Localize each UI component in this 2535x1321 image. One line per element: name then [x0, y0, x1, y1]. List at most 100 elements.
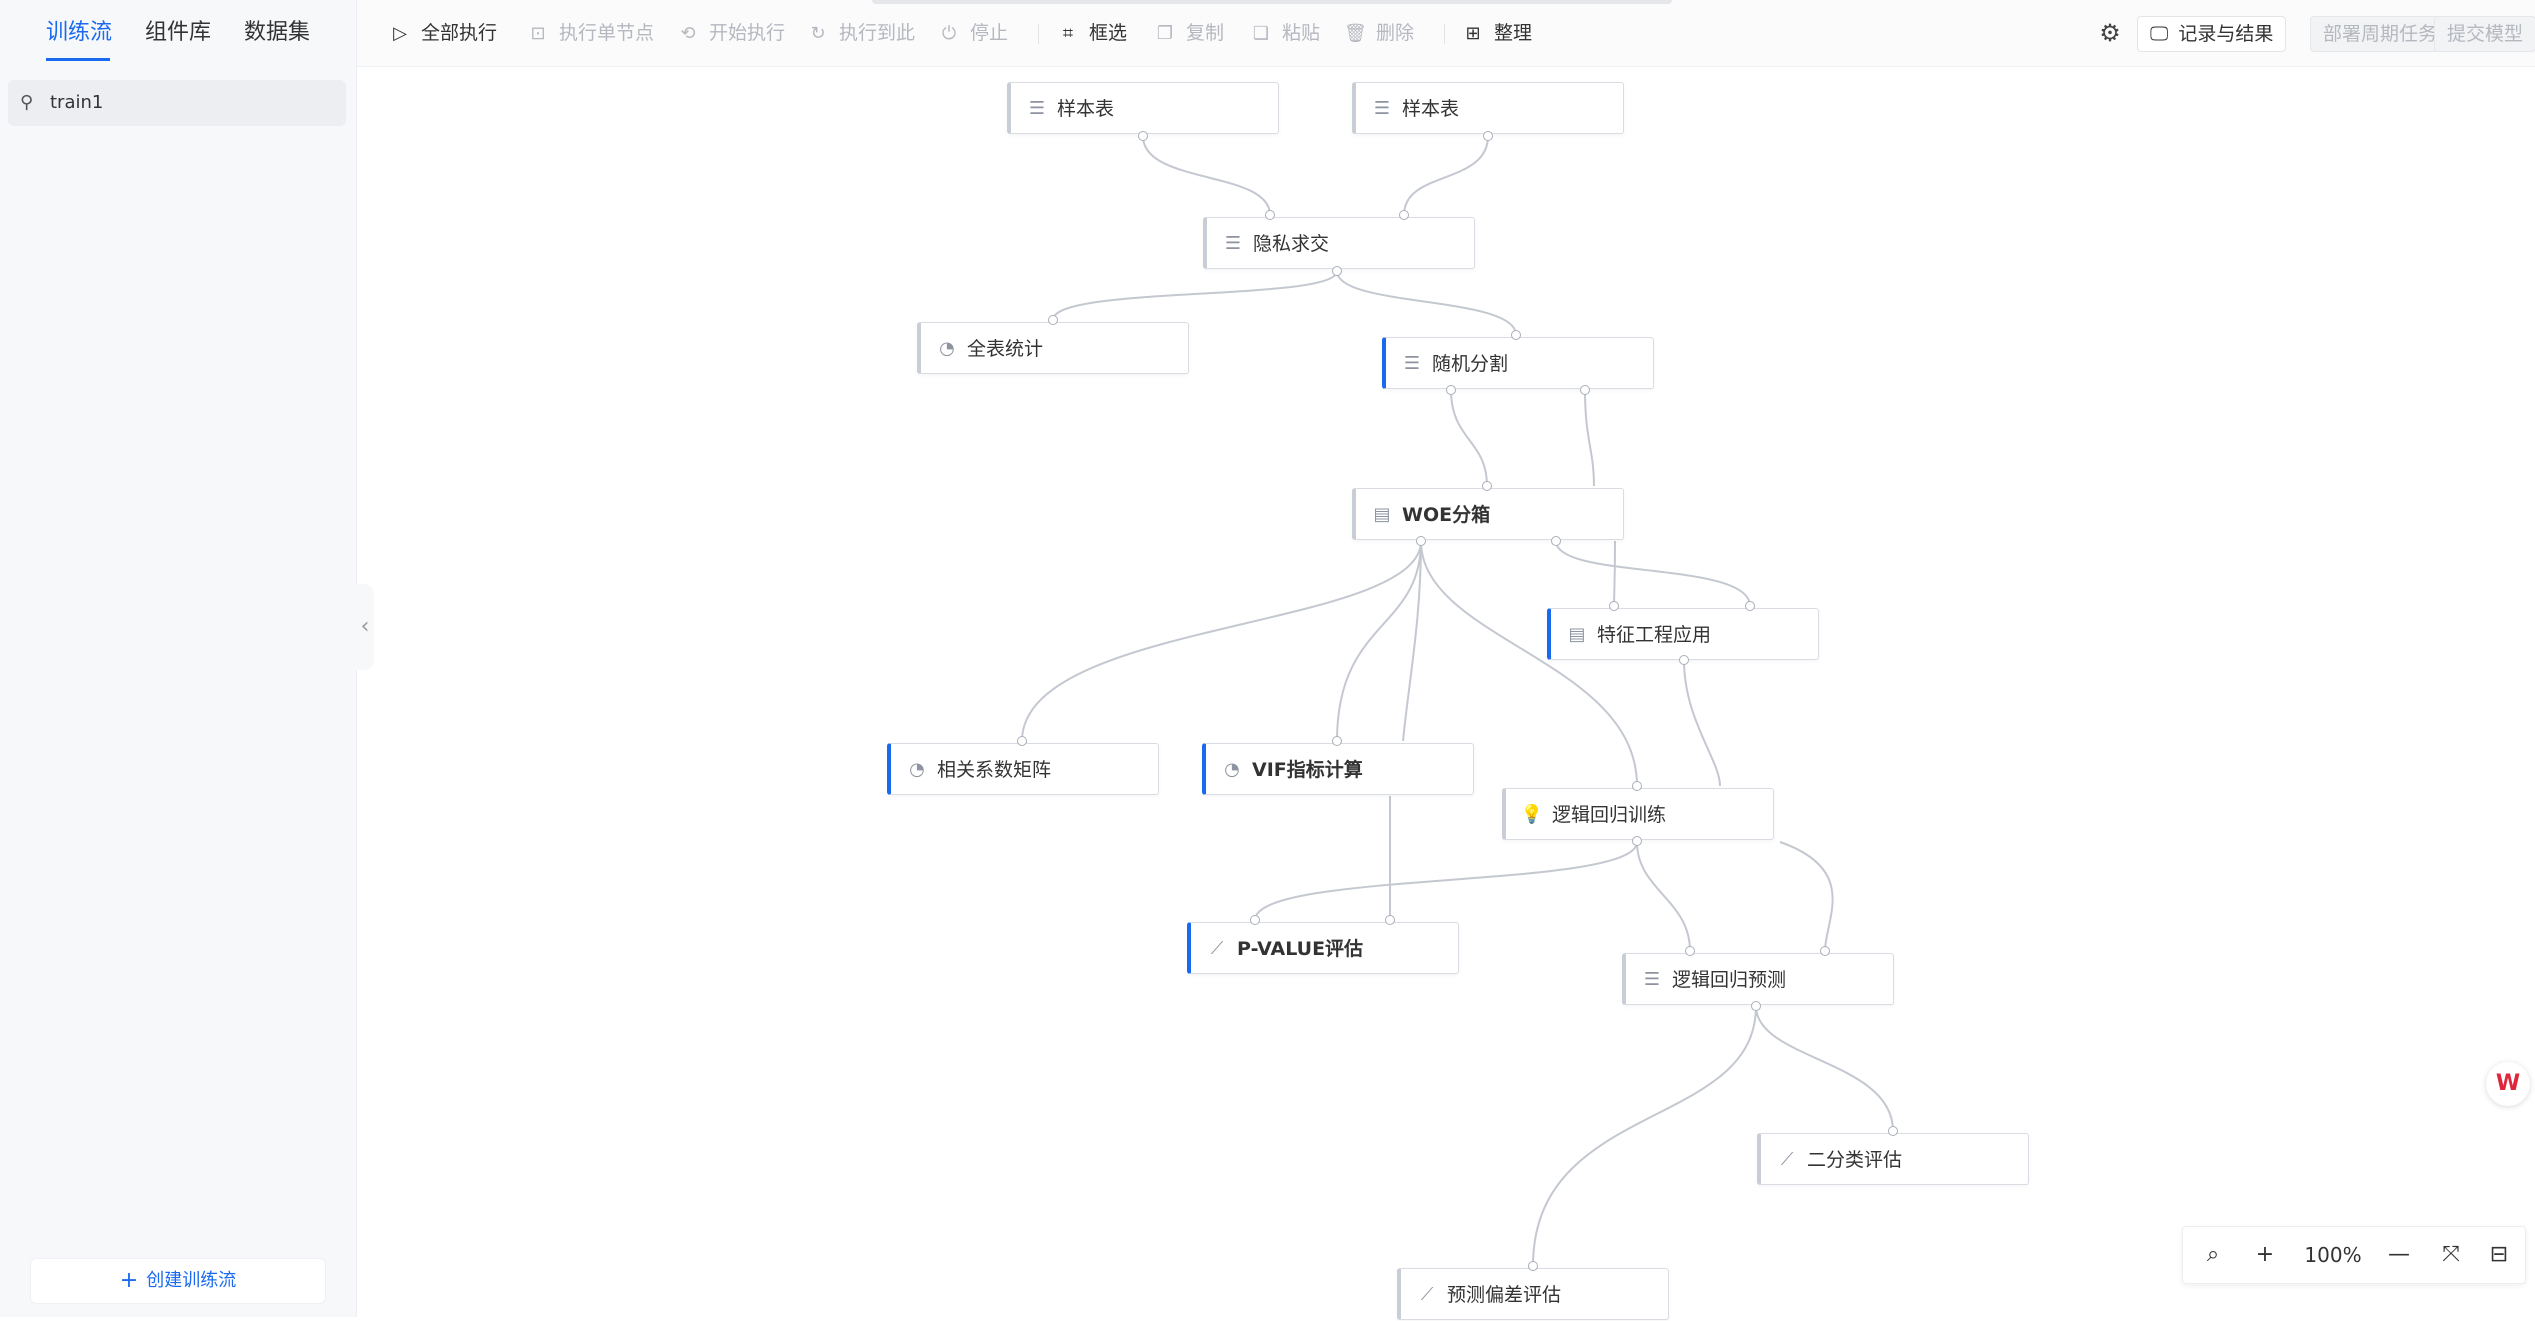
- tab-component-library[interactable]: 组件库: [145, 20, 212, 45]
- input-port[interactable]: [1632, 781, 1642, 791]
- trash-icon: 🗑: [1344, 23, 1367, 44]
- paste-icon: ❏: [1252, 23, 1270, 44]
- toolbar-divider: [1444, 24, 1445, 44]
- box-select-button[interactable]: ⌗ 框选: [1057, 0, 1127, 66]
- stop-button[interactable]: ⏻停止: [938, 0, 1008, 66]
- zoom-controls: ⌕ + 100% — ⤧ ⊟: [2182, 1226, 2526, 1284]
- input-port[interactable]: [1385, 915, 1395, 925]
- start-run-button[interactable]: ⟲开始执行: [677, 0, 785, 66]
- tab-datasets[interactable]: 数据集: [244, 20, 311, 45]
- input-port[interactable]: [1399, 210, 1409, 220]
- start-icon: ⟲: [680, 23, 696, 44]
- monitor-icon: 🖵: [2150, 23, 2169, 45]
- node-binary-classification-eval[interactable]: ⟋二分类评估: [1757, 1133, 2029, 1185]
- output-port[interactable]: [1446, 385, 1456, 395]
- output-port[interactable]: [1416, 536, 1426, 546]
- input-port[interactable]: [1017, 736, 1027, 746]
- play-icon: ▷: [393, 23, 407, 44]
- input-port[interactable]: [1332, 736, 1342, 746]
- arrange-button[interactable]: ⊞整理: [1462, 0, 1532, 66]
- node-full-table-statistics[interactable]: ◔全表统计: [917, 322, 1189, 374]
- node-pvalue-evaluation[interactable]: ⟋P-VALUE评估: [1187, 922, 1459, 974]
- marquee-icon: ⌗: [1062, 23, 1074, 44]
- pie-icon: ◔: [909, 759, 925, 780]
- node-feature-engineering-apply[interactable]: ▤特征工程应用: [1547, 608, 1819, 660]
- node-random-split[interactable]: ☰ 随机分割: [1382, 337, 1654, 389]
- create-flow-label: 创建训练流: [146, 1270, 237, 1291]
- copy-button[interactable]: ❐复制: [1154, 0, 1224, 66]
- run-single-label: 执行单节点: [559, 22, 655, 44]
- node-label: 随机分割: [1432, 353, 1509, 375]
- table-icon: ☰: [1643, 969, 1661, 990]
- run-single-node-button[interactable]: ⊡执行单节点: [527, 0, 654, 66]
- collapse-sidebar-handle[interactable]: ‹: [356, 584, 374, 670]
- node-logistic-regression-train[interactable]: 💡逻辑回归训练: [1502, 788, 1774, 840]
- toolbar-divider: [1038, 24, 1039, 44]
- output-port[interactable]: [1751, 1001, 1761, 1011]
- input-port[interactable]: [1745, 601, 1755, 611]
- delete-button[interactable]: 🗑 删除: [1344, 0, 1414, 66]
- input-port[interactable]: [1250, 915, 1260, 925]
- paste-button[interactable]: ❏ 粘贴: [1250, 0, 1320, 66]
- run-all-button[interactable]: ▷ 全部执行: [389, 0, 497, 66]
- node-label: VIF指标计算: [1252, 759, 1363, 781]
- node-label: 相关系数矩阵: [937, 759, 1052, 781]
- input-port[interactable]: [1685, 946, 1695, 956]
- sidebar: 训练流 组件库 数据集 ⚲ train1 +创建训练流: [0, 0, 357, 1317]
- node-label: 逻辑回归预测: [1672, 969, 1787, 991]
- fit-view-icon[interactable]: ⤧: [2442, 1242, 2460, 1267]
- chart-icon: ⟋: [1420, 1284, 1434, 1305]
- paste-label: 粘贴: [1282, 22, 1321, 44]
- table-icon: ☰: [1403, 353, 1421, 374]
- copy-icon: ❐: [1156, 23, 1174, 44]
- box-select-label: 框选: [1089, 22, 1128, 44]
- input-port[interactable]: [1265, 210, 1275, 220]
- run-to-icon: ↻: [810, 23, 826, 44]
- tab-training-flow[interactable]: 训练流: [46, 20, 113, 45]
- wps-assistant-icon[interactable]: W: [2486, 1062, 2530, 1106]
- output-port[interactable]: [1332, 266, 1342, 276]
- node-private-set-intersection[interactable]: ☰隐私求交: [1203, 217, 1475, 269]
- node-woe-binning[interactable]: ▤WOE分箱: [1352, 488, 1624, 540]
- run-to-here-label: 执行到此: [839, 22, 916, 44]
- node-sample-table-2[interactable]: ☰样本表: [1352, 82, 1624, 134]
- output-port[interactable]: [1632, 836, 1642, 846]
- input-port[interactable]: [1820, 946, 1830, 956]
- input-port[interactable]: [1482, 481, 1492, 491]
- node-correlation-matrix[interactable]: ◔ 相关系数矩阵: [887, 743, 1159, 795]
- zoom-level: 100%: [2304, 1243, 2362, 1267]
- node-logistic-regression-predict[interactable]: ☰ 逻辑回归预测: [1622, 953, 1894, 1005]
- node-label: 样本表: [1057, 98, 1115, 120]
- node-sample-table-1[interactable]: ☰样本表: [1007, 82, 1279, 134]
- zoom-in-button[interactable]: +: [2255, 1242, 2275, 1267]
- output-port[interactable]: [1138, 131, 1148, 141]
- output-port[interactable]: [1551, 536, 1561, 546]
- input-port[interactable]: [1888, 1126, 1898, 1136]
- gear-icon[interactable]: ⚙: [2099, 19, 2121, 47]
- deploy-periodic-task-button[interactable]: 部署周期任务: [2310, 16, 2451, 52]
- search-icon[interactable]: ⌕: [2206, 1242, 2220, 1267]
- node-prediction-bias-eval[interactable]: ⟋ 预测偏差评估: [1397, 1268, 1669, 1320]
- input-port[interactable]: [1528, 1261, 1538, 1271]
- input-port[interactable]: [1048, 315, 1058, 325]
- sidebar-tabs: 训练流 组件库 数据集: [0, 0, 356, 64]
- node-label: 预测偏差评估: [1447, 1284, 1562, 1306]
- flow-item-train1[interactable]: ⚲ train1: [8, 80, 346, 126]
- delete-label: 删除: [1376, 22, 1415, 44]
- run-all-label: 全部执行: [421, 22, 498, 44]
- node-vif-calculation[interactable]: ◔VIF指标计算: [1202, 743, 1474, 795]
- node-label: 逻辑回归训练: [1552, 804, 1667, 826]
- output-port[interactable]: [1483, 131, 1493, 141]
- run-to-here-button[interactable]: ↻ 执行到此: [807, 0, 915, 66]
- zoom-out-button[interactable]: —: [2388, 1242, 2410, 1267]
- input-port[interactable]: [1609, 601, 1619, 611]
- output-port[interactable]: [1580, 385, 1590, 395]
- records-results-button[interactable]: 🖵记录与结果: [2137, 16, 2287, 52]
- minimap-icon[interactable]: ⊟: [2489, 1242, 2509, 1267]
- create-flow-button[interactable]: +创建训练流: [30, 1258, 326, 1304]
- submit-model-button[interactable]: 提交模型: [2434, 16, 2535, 52]
- feature-icon: ▤: [1568, 624, 1586, 645]
- input-port[interactable]: [1511, 330, 1521, 340]
- power-icon: ⏻: [941, 23, 957, 44]
- output-port[interactable]: [1679, 655, 1689, 665]
